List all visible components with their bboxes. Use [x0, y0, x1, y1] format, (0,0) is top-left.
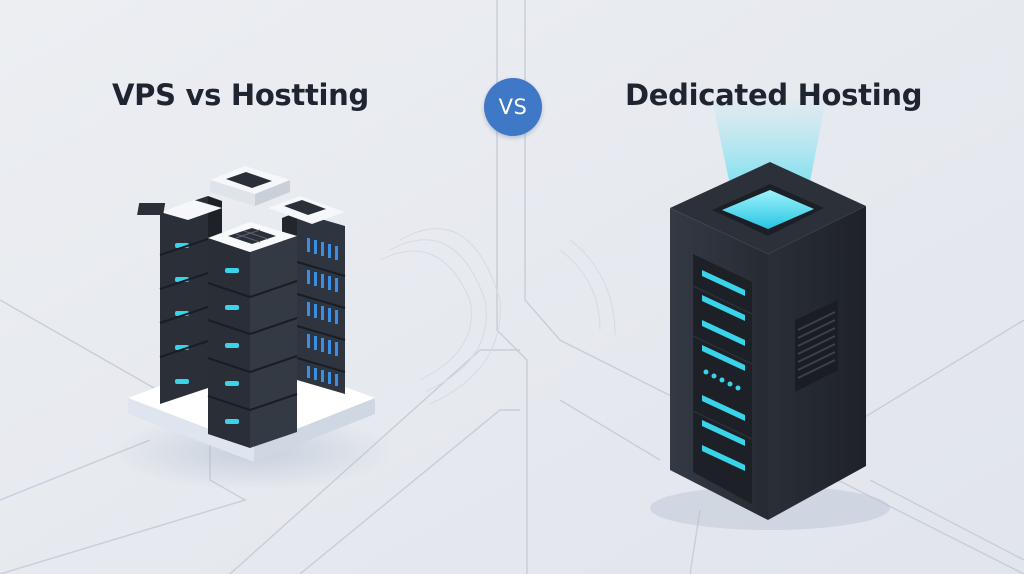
status-lights [702, 270, 745, 471]
stacked-server-cluster-icon [112, 166, 392, 490]
right-title: Dedicated Hosting [625, 78, 923, 112]
vs-badge: VS [484, 78, 542, 136]
vs-label: VS [498, 95, 528, 119]
left-title: VPS vs Hostting [112, 78, 369, 112]
dedicated-server-tower-icon [650, 100, 890, 530]
